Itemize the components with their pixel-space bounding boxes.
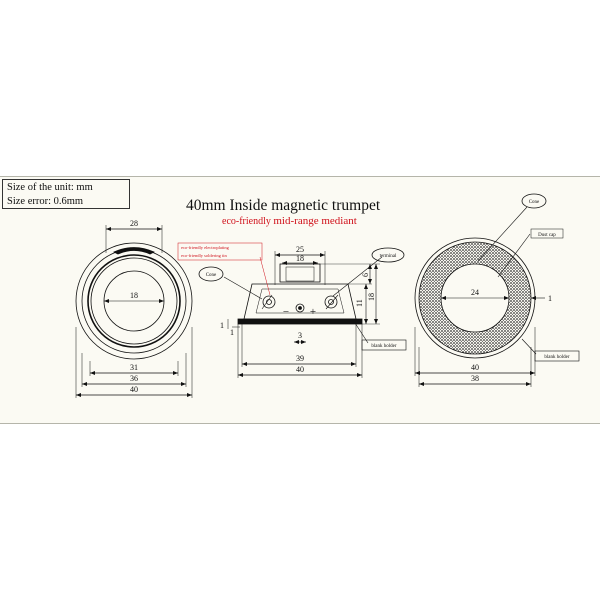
side-dim-1-text: 1 <box>220 321 224 330</box>
back-dust-leader <box>497 233 531 278</box>
side-cone-inner <box>255 288 345 314</box>
side-dim-3-text: 3 <box>298 331 302 340</box>
side-note-leader <box>259 256 271 296</box>
side-center-post-dot <box>298 306 302 310</box>
back-dim-24-text: 24 <box>471 288 479 297</box>
front-dim-28-text: 28 <box>130 219 138 228</box>
front-dim-36-text: 36 <box>130 374 138 383</box>
side-dim-6-text: 6 <box>361 273 370 277</box>
back-dim-38-text: 38 <box>471 374 479 383</box>
side-minus-sign: − <box>283 306 289 318</box>
side-terminal-leader <box>332 256 383 297</box>
side-flange <box>237 318 363 325</box>
back-dim-40-text: 40 <box>471 363 479 372</box>
drawing-sheet: 28 18 31 36 40 <box>0 176 600 424</box>
side-dim-18-text: 18 <box>296 254 304 263</box>
side-dim-1b-text: 1 <box>230 328 234 337</box>
side-dim-39-text: 39 <box>296 354 304 363</box>
side-dim-11-text: 11 <box>355 299 364 307</box>
technical-drawing: 28 18 31 36 40 <box>75 193 580 398</box>
side-holder-label: blank holder <box>371 344 396 349</box>
side-note-line2: eco-friendly soldering tin <box>181 253 227 258</box>
back-dim-1-text: 1 <box>548 294 552 303</box>
side-terminal-right-core <box>328 299 334 305</box>
front-rim-3 <box>87 254 181 348</box>
drawing-title: 40mm Inside magnetic trumpet <box>186 197 381 214</box>
unit-line: Size of the unit: mm <box>7 182 93 193</box>
back-cone-label: Cone <box>529 200 540 205</box>
front-terminal-tab <box>113 247 155 255</box>
side-leads <box>261 294 339 310</box>
side-cone-bubble <box>198 266 224 282</box>
back-dust-box <box>530 228 564 239</box>
front-dim-40-text: 40 <box>130 385 138 394</box>
back-cone-leader <box>477 206 528 262</box>
error-line: Size error: 0.6mm <box>7 196 84 207</box>
back-cone-bubble <box>521 193 547 209</box>
side-dim-40-text: 40 <box>296 365 304 374</box>
side-holder-box <box>361 339 407 351</box>
spec-box: Size of the unit: mm Size error: 0.6mm <box>2 179 130 209</box>
side-view <box>177 242 407 378</box>
side-plus-sign: + <box>310 306 316 318</box>
back-dust-cap-label: Dust cap <box>538 233 556 238</box>
front-view <box>75 225 193 398</box>
subtitle-part2: mid-range mediant <box>273 215 357 227</box>
drawing-subtitle: eco-friendly mid-range mediant <box>222 215 357 227</box>
side-terminal-bubble <box>371 247 405 263</box>
side-dim-18v-text: 18 <box>367 293 376 301</box>
side-center-post <box>295 303 305 313</box>
side-note-box <box>177 242 263 261</box>
side-terminal-right <box>324 295 338 309</box>
side-cone-leader <box>223 276 263 300</box>
side-cone-label: Cone <box>206 273 217 278</box>
side-holder-leader <box>354 322 369 344</box>
front-rim-4 <box>90 257 178 345</box>
side-note-line1: eco-friendly electroplating <box>181 245 230 250</box>
side-magnet-inner <box>285 266 315 282</box>
side-dim-25-text: 25 <box>296 245 304 254</box>
front-outer-rim <box>75 242 193 360</box>
back-holder-label: blank holder <box>544 355 569 360</box>
side-terminal-label: terminal <box>380 254 397 259</box>
back-view <box>414 193 580 387</box>
front-dim-18-text: 18 <box>130 291 138 300</box>
side-terminal-left <box>262 295 276 309</box>
front-dim-31-text: 31 <box>130 363 138 372</box>
subtitle-part1: eco-friendly <box>222 216 274 227</box>
back-holder-leader <box>521 338 537 355</box>
